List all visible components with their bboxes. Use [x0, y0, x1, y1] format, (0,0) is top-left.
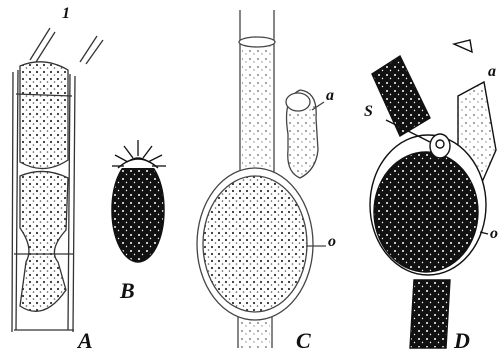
figure-c-label-o: o [328, 234, 336, 250]
figure-a-label: A [78, 330, 93, 352]
figure-c-label: C [296, 330, 311, 352]
figure-c-drawing [197, 10, 326, 348]
figure-a-drawing [12, 28, 103, 332]
figure-d-label-o: o [490, 226, 498, 242]
figure-d-drawing [370, 40, 496, 348]
figure-d-label-s: S [364, 104, 373, 120]
figure-a-label-1: 1 [62, 6, 70, 22]
figure-c-label-a: a [326, 88, 334, 104]
figure-d-label: D [454, 330, 470, 352]
figure-b-drawing [112, 140, 166, 262]
figure-b-label: B [120, 280, 135, 302]
figure-d-label-a: a [488, 64, 496, 80]
